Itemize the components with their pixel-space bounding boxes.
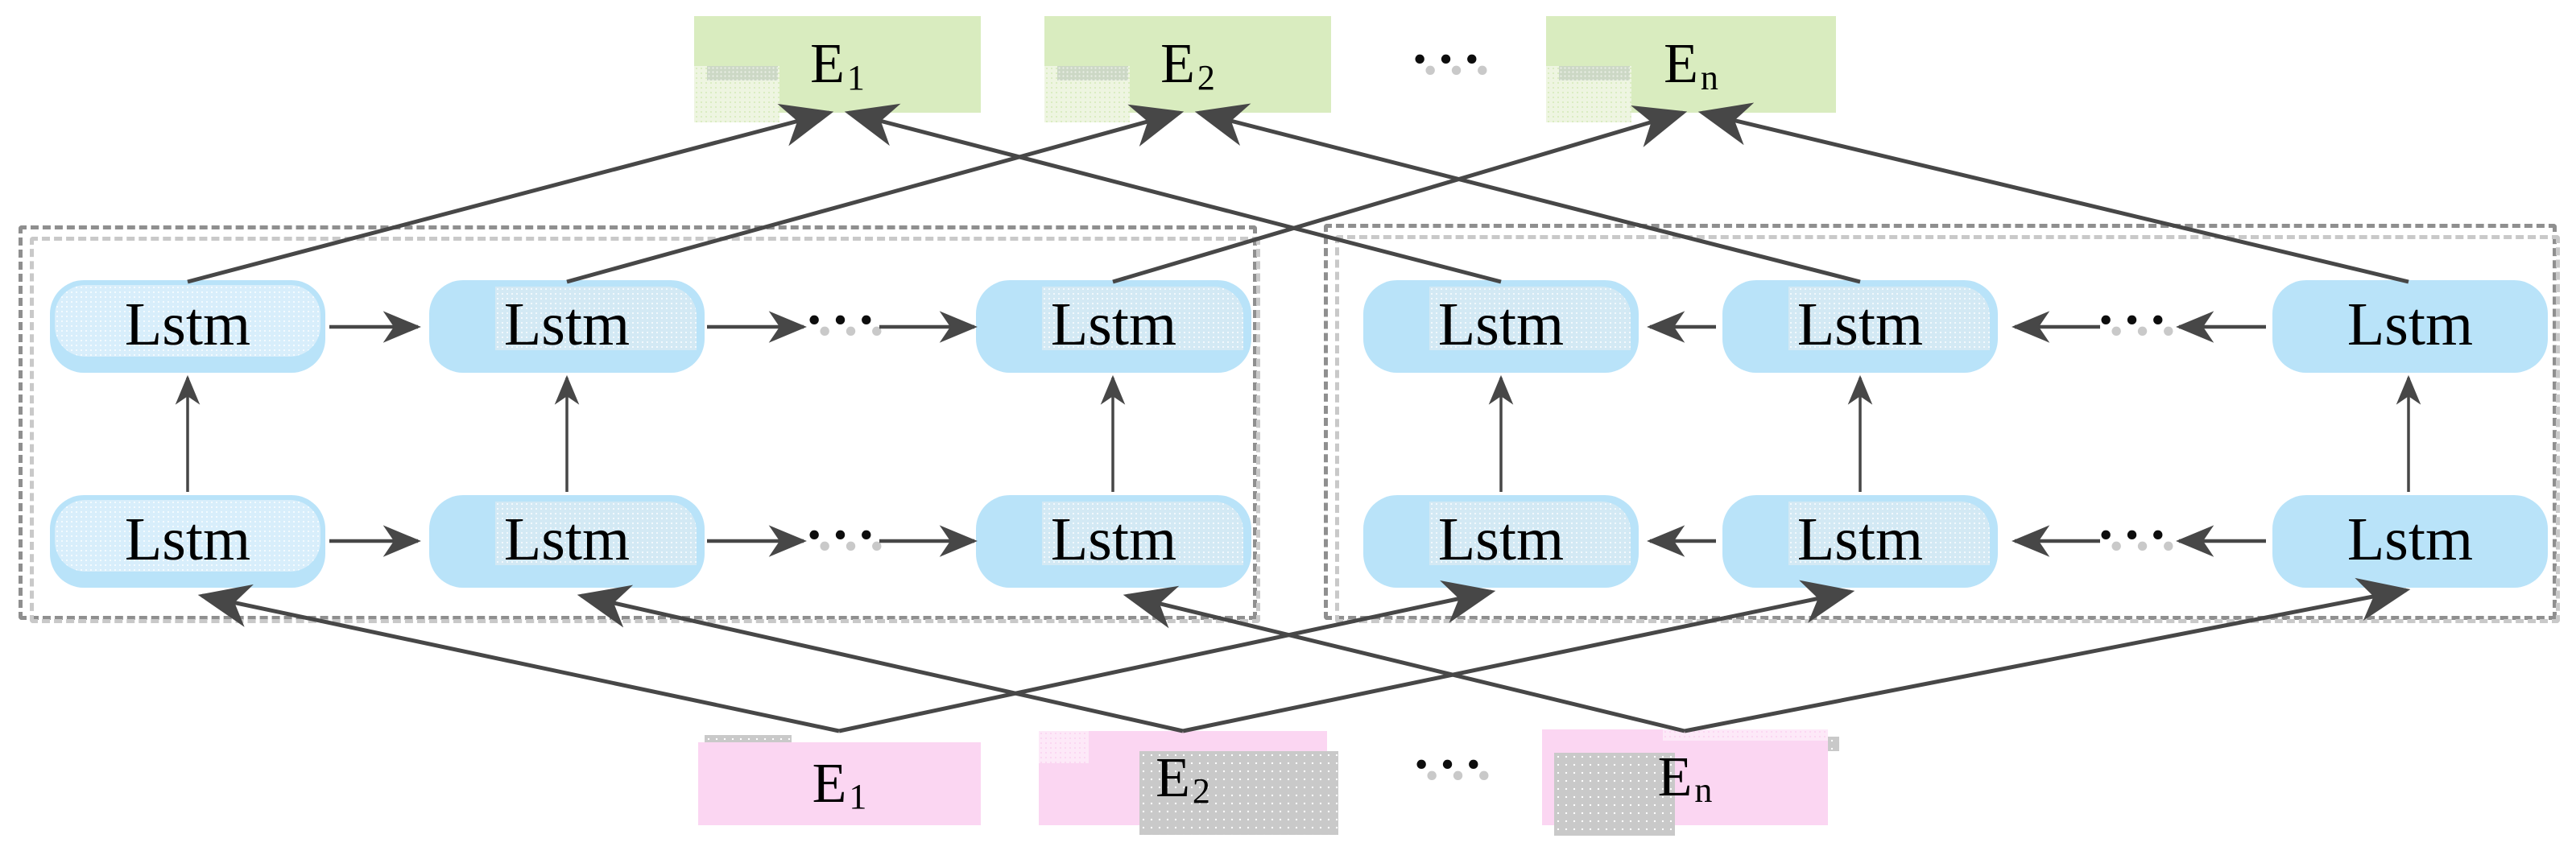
lstm-cell-forward-bottom-1: Lstm [50, 495, 336, 601]
lstm-cell-forward-top-3: Lstm [976, 280, 1262, 386]
decorative-bar [705, 735, 792, 742]
decorative-corner [1828, 737, 1839, 751]
lstm-cell-forward-top-1: Lstm [50, 280, 336, 386]
forward-top-ellipsis: ··· [804, 289, 883, 352]
input-ellipsis: ··· [1412, 733, 1491, 796]
backward-bottom-ellipsis: ··· [2096, 504, 2175, 567]
lstm-cell-backward-top-2: Lstm [1722, 280, 2008, 386]
forward-bottom-ellipsis: ··· [804, 504, 883, 567]
decorative-hatch [1039, 731, 1089, 763]
decorative-shadow-panel [1139, 751, 1338, 835]
lstm-cell-forward-bottom-3: Lstm [976, 495, 1262, 601]
backward-top-ellipsis: ··· [2096, 289, 2175, 352]
lstm-cell-backward-top-3: Lstm [2272, 280, 2558, 386]
output-ellipsis: ··· [1410, 28, 1489, 91]
lstm-cell-backward-top-1: Lstm [1363, 280, 1649, 386]
decorative-shadow-panel [1554, 753, 1675, 836]
lstm-cell-backward-bottom-2: Lstm [1722, 495, 2008, 601]
lstm-cell-backward-bottom-3: Lstm [2272, 495, 2558, 601]
lstm-cell-backward-bottom-1: Lstm [1363, 495, 1649, 601]
lstm-cell-forward-top-2: Lstm [429, 280, 715, 386]
lstm-cell-forward-bottom-2: Lstm [429, 495, 715, 601]
